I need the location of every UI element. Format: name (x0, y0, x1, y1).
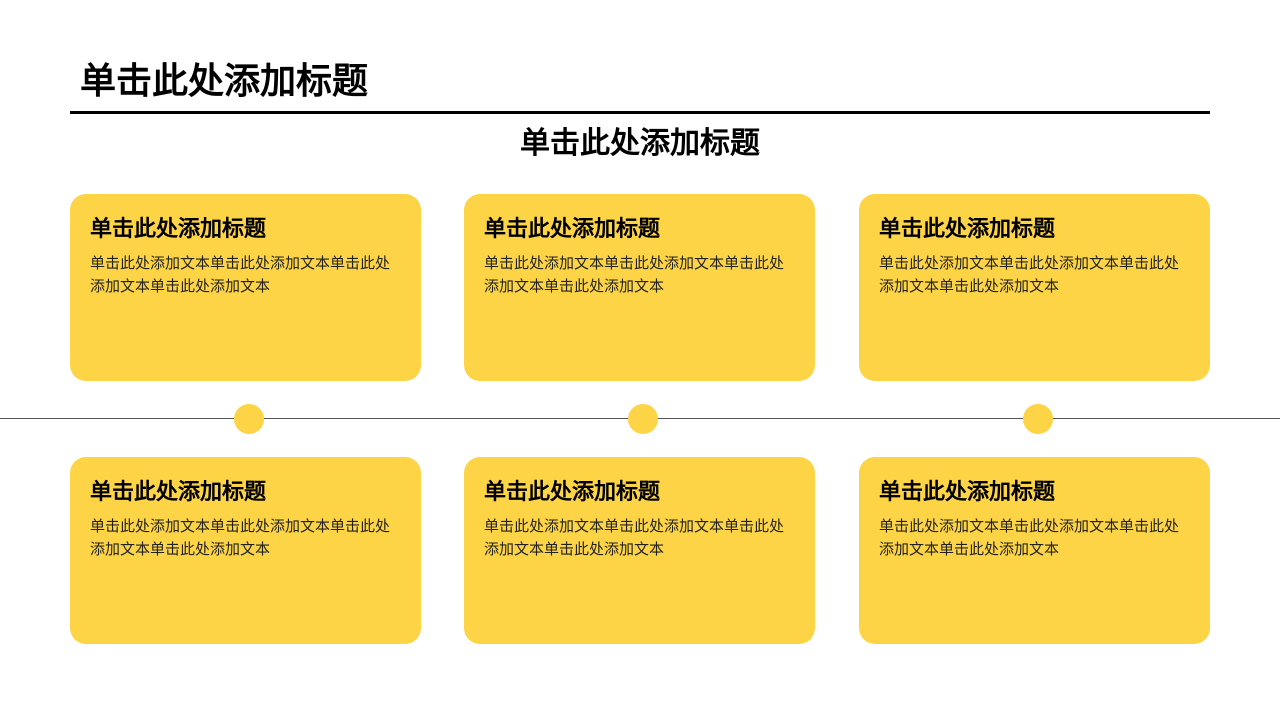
timeline-dot-3 (1023, 404, 1053, 434)
card-bottom-3[interactable]: 单击此处添加标题 单击此处添加文本单击此处添加文本单击此处添加文本单击此处添加文… (859, 457, 1210, 644)
timeline-dot-1 (234, 404, 264, 434)
card-heading: 单击此处添加标题 (879, 480, 1056, 505)
card-body: 单击此处添加文本单击此处添加文本单击此处添加文本单击此处添加文本 (90, 254, 391, 295)
card-heading: 单击此处添加标题 (484, 480, 661, 505)
card-body: 单击此处添加文本单击此处添加文本单击此处添加文本单击此处添加文本 (879, 517, 1180, 558)
section-title[interactable]: 单击此处添加标题 (520, 126, 760, 161)
card-heading: 单击此处添加标题 (90, 480, 267, 505)
card-body: 单击此处添加文本单击此处添加文本单击此处添加文本单击此处添加文本 (90, 517, 391, 558)
card-heading: 单击此处添加标题 (879, 217, 1056, 242)
card-bottom-1[interactable]: 单击此处添加标题 单击此处添加文本单击此处添加文本单击此处添加文本单击此处添加文… (70, 457, 421, 644)
page-title[interactable]: 单击此处添加标题 (80, 61, 369, 102)
card-body: 单击此处添加文本单击此处添加文本单击此处添加文本单击此处添加文本 (879, 254, 1180, 295)
card-heading: 单击此处添加标题 (484, 217, 661, 242)
card-body: 单击此处添加文本单击此处添加文本单击此处添加文本单击此处添加文本 (484, 254, 785, 295)
card-heading: 单击此处添加标题 (90, 217, 267, 242)
card-top-3[interactable]: 单击此处添加标题 单击此处添加文本单击此处添加文本单击此处添加文本单击此处添加文… (859, 194, 1210, 381)
card-top-2[interactable]: 单击此处添加标题 单击此处添加文本单击此处添加文本单击此处添加文本单击此处添加文… (464, 194, 815, 381)
card-body: 单击此处添加文本单击此处添加文本单击此处添加文本单击此处添加文本 (484, 517, 785, 558)
title-divider (70, 111, 1210, 114)
timeline-dot-2 (628, 404, 658, 434)
card-top-1[interactable]: 单击此处添加标题 单击此处添加文本单击此处添加文本单击此处添加文本单击此处添加文… (70, 194, 421, 381)
card-bottom-2[interactable]: 单击此处添加标题 单击此处添加文本单击此处添加文本单击此处添加文本单击此处添加文… (464, 457, 815, 644)
